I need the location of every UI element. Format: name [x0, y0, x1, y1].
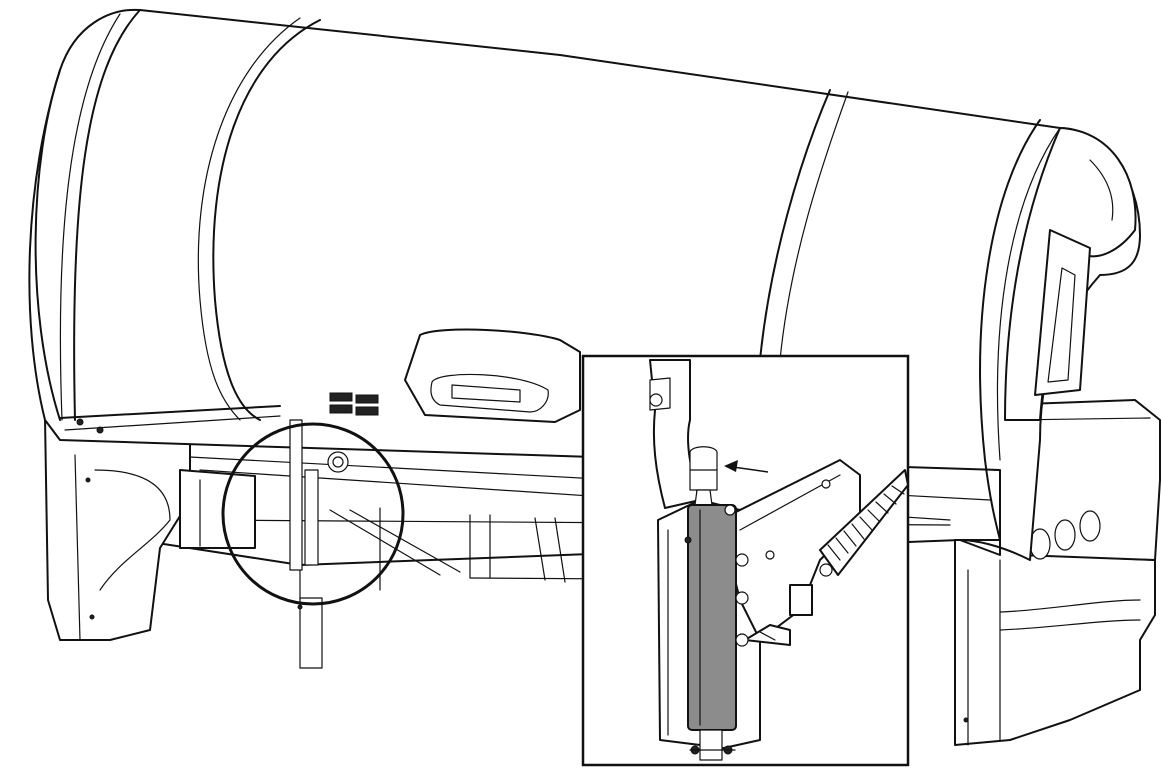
base-left-leg: [44, 417, 191, 641]
inset-gas-spring: [687, 446, 737, 761]
inset-tension-spring: [819, 469, 909, 577]
canopy-seam-right: [759, 89, 831, 361]
canopy-seam-left: [212, 19, 321, 421]
gas-spring-cylinder: [687, 504, 737, 731]
base-right-leg: [954, 539, 1156, 746]
inset-pointer-arrow: [724, 460, 769, 473]
inset-frame-plate: [719, 459, 861, 641]
detail-inset: [581, 354, 910, 767]
detail-callout-circle: [221, 422, 405, 606]
